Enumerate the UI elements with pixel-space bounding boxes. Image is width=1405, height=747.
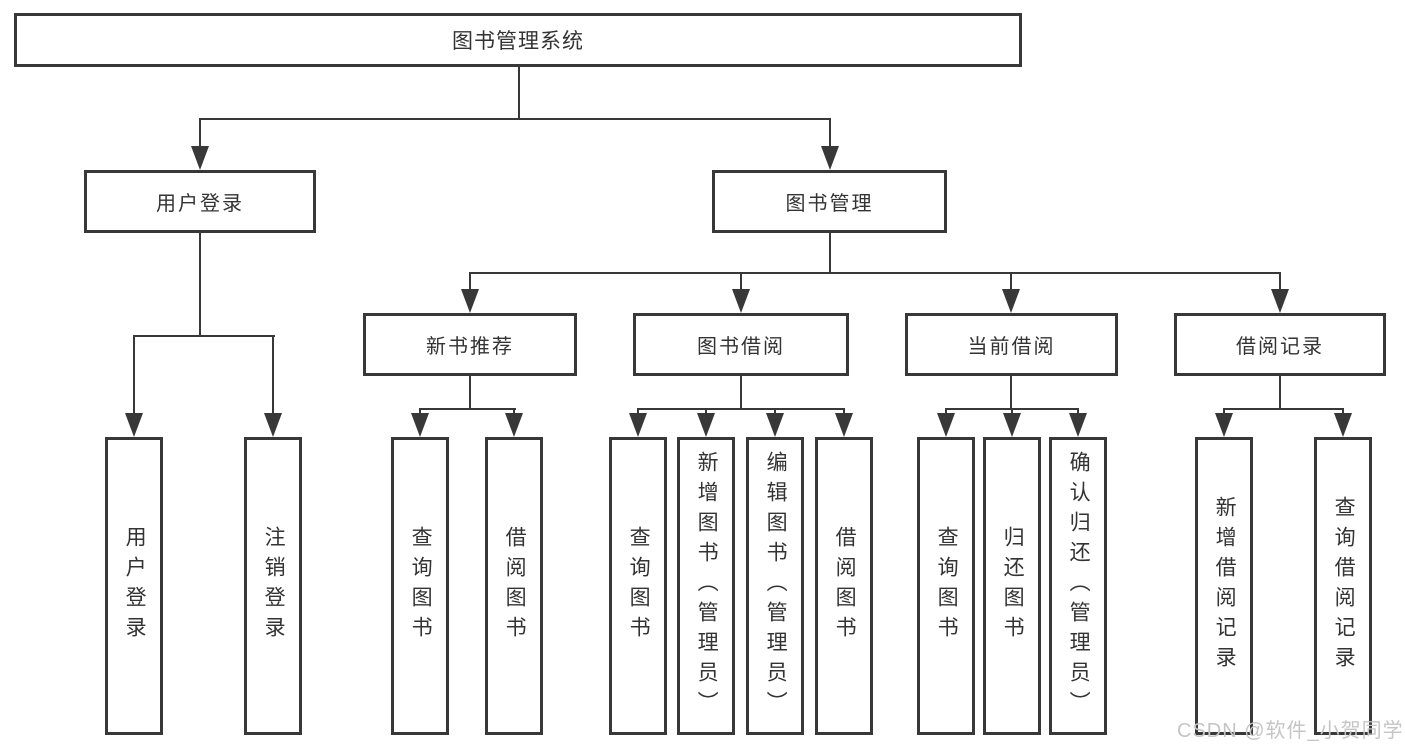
node-label: 查询图书 [409,526,433,646]
node-new-book-recommend: 新书推荐 [363,313,577,376]
arrowhead-query-record [1334,413,1352,437]
arrowhead-book-borrow [732,289,750,313]
connector-drop-edit-book [774,408,776,417]
node-borrow-records: 借阅记录 [1174,313,1386,376]
node-label: 新增借阅记录 [1213,496,1237,676]
leaf-borrow-book: 借阅图书 [815,437,873,735]
node-label: 编辑图书（管理员） [764,451,788,721]
leaf-query-borrow-record: 查询借阅记录 [1314,437,1372,735]
node-user-login: 用户登录 [84,170,316,233]
connector-book-borrow-stem [740,376,742,410]
node-label: 查询图书 [935,526,959,646]
connector-borrow-records-hbar [1223,408,1344,410]
node-label: 借阅图书 [833,526,857,646]
leaf-user-login: 用户登录 [105,437,163,735]
node-label: 用户登录 [123,526,147,646]
arrowhead-book-mgmt [821,146,839,170]
node-label: 确认归还（管理员） [1067,451,1091,721]
connector-drop-query-record [1342,408,1344,417]
leaf-query-book-recommend: 查询图书 [391,437,449,735]
connector-drop-query-book-rec [419,408,421,417]
node-label: 图书管理系统 [452,30,584,53]
connector-drop-book-borrow [740,272,742,292]
node-label: 图书管理 [785,193,874,215]
leaf-add-borrow-record: 新增借阅记录 [1195,437,1253,735]
connector-borrow-records-stem [1279,376,1281,410]
connector-book-borrow-hbar [637,408,845,410]
node-book-borrow: 图书借阅 [633,313,849,376]
node-label: 借阅图书 [503,526,527,646]
connector-drop-leaf-logout [272,335,274,415]
leaf-query-book-current: 查询图书 [917,437,975,735]
connector-root-hbar [199,118,831,120]
watermark: CSDN @软件_小贺同学 [1177,720,1404,742]
arrowhead-borrow-book-rec [505,413,523,437]
connector-drop-borrow-records [1279,272,1281,292]
node-label: 新增图书（管理员） [695,451,719,721]
connector-drop-user-login [199,118,201,148]
node-current-borrow: 当前借阅 [905,313,1118,376]
connector-user-login-hbar [133,335,275,337]
connector-drop-current-borrow [1010,272,1012,292]
arrowhead-add-record [1215,413,1233,437]
arrowhead-current-borrow [1002,289,1020,313]
connector-drop-add-record [1223,408,1225,417]
arrowhead-edit-book [766,413,784,437]
connector-root-stem [518,67,520,120]
leaf-return-book: 归还图书 [983,437,1041,735]
node-book-management: 图书管理 [712,170,947,233]
leaf-borrow-book-recommend: 借阅图书 [485,437,543,735]
arrowhead-query-book-borrow [629,413,647,437]
arrowhead-query-book-current [937,413,955,437]
node-label: 查询图书 [627,526,651,646]
arrowhead-user-login [191,146,209,170]
connector-drop-query-book-current [945,408,947,417]
arrowhead-leaf-logout [264,413,282,437]
node-label: 图书借阅 [697,336,785,358]
arrowhead-leaf-user-login [125,413,143,437]
leaf-confirm-return-admin: 确认归还（管理员） [1049,437,1107,735]
connector-user-login-stem [199,233,201,337]
node-label: 归还图书 [1001,526,1025,646]
connector-current-borrow-stem [1010,376,1012,410]
node-label: 注销登录 [262,526,286,646]
connector-drop-add-book [705,408,707,417]
arrowhead-confirm-return [1069,413,1087,437]
connector-new-book-rec-hbar [419,408,516,410]
node-label: 借阅记录 [1236,336,1324,358]
arrowhead-borrow-records [1271,289,1289,313]
leaf-logout: 注销登录 [244,437,302,735]
leaf-query-book-borrow: 查询图书 [609,437,667,735]
leaf-add-book-admin: 新增图书（管理员） [677,437,735,735]
node-label: 当前借阅 [967,336,1056,358]
connector-book-mgmt-stem [829,233,831,274]
connector-drop-borrow-book [843,408,845,417]
arrowhead-query-book-rec [411,413,429,437]
connector-new-book-rec-stem [469,376,471,410]
connector-book-mgmt-hbar [469,272,1281,274]
arrowhead-add-book [697,413,715,437]
connector-drop-new-book-rec [469,272,471,292]
node-label: 用户登录 [156,193,244,215]
node-system-root: 图书管理系统 [14,13,1022,67]
connector-drop-return-book [1011,408,1013,417]
arrowhead-return-book [1003,413,1021,437]
connector-drop-query-book-borrow [637,408,639,417]
node-label: 新书推荐 [426,336,514,358]
connector-drop-leaf-user-login [133,335,135,415]
connector-drop-confirm-return [1077,408,1079,417]
arrowhead-new-book-rec [461,289,479,313]
connector-drop-borrow-book-rec [513,408,515,417]
connector-drop-book-mgmt [829,118,831,148]
node-label: 查询借阅记录 [1332,496,1356,676]
leaf-edit-book-admin: 编辑图书（管理员） [746,437,804,735]
arrowhead-borrow-book [835,413,853,437]
